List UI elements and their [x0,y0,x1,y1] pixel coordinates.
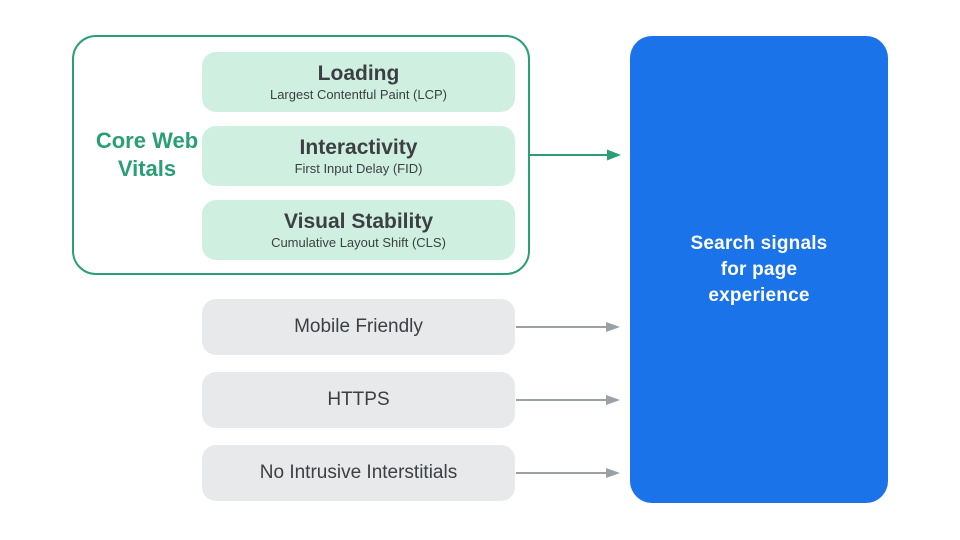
cwv-item-title: Interactivity [299,136,418,159]
signal-label: Mobile Friendly [294,316,423,337]
cwv-item-title: Loading [317,62,400,85]
signal-https: HTTPS [202,372,515,428]
cwv-item-title: Visual Stability [284,210,433,233]
search-signals-box: Search signals for page experience [630,36,888,503]
signal-label: HTTPS [327,389,390,410]
signal-mobile-friendly: Mobile Friendly [202,299,515,355]
cwv-item-interactivity: Interactivity First Input Delay (FID) [202,126,515,186]
cwv-item-subtitle: Cumulative Layout Shift (CLS) [271,235,446,250]
cwv-item-subtitle: First Input Delay (FID) [294,161,423,176]
cwv-item-visual-stability: Visual Stability Cumulative Layout Shift… [202,200,515,260]
search-signals-label: Search signals for page experience [690,232,828,306]
cwv-item-subtitle: Largest Contentful Paint (LCP) [269,87,448,102]
cwv-item-loading: Loading Largest Contentful Paint (LCP) [202,52,515,112]
arrow-core-web-vitals-icon [529,149,621,161]
signal-label: No Intrusive Interstitials [259,462,458,483]
core-web-vitals-container: Core Web Vitals Loading Largest Contentf… [72,35,530,275]
signal-no-intrusive-interstitials: No Intrusive Interstitials [202,445,515,501]
arrow-https-icon [516,395,620,405]
arrow-mobile-friendly-icon [516,322,620,332]
arrow-no-intrusive-interstitials-icon [516,468,620,478]
core-web-vitals-label: Core Web Vitals [95,128,199,181]
